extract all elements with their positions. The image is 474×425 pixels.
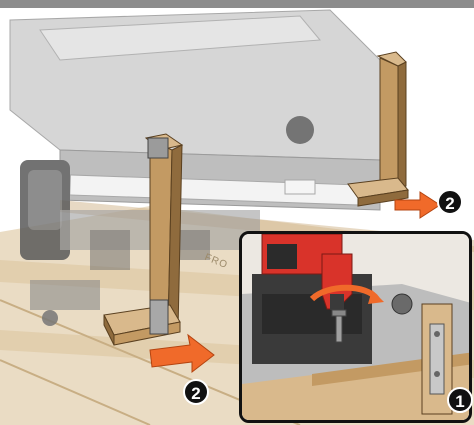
orange-arrow-icon <box>394 191 441 219</box>
callout-drill: 1 <box>447 387 473 413</box>
right-wooden-stand <box>347 51 409 207</box>
orange-arrow-icon <box>309 284 384 304</box>
callout-remove-right: 2 <box>437 189 463 215</box>
screw-icon <box>331 309 347 343</box>
inset-svg <box>242 234 469 420</box>
left-wooden-stand <box>103 133 184 346</box>
drill-detail-inset <box>239 231 472 423</box>
printer <box>9 9 381 326</box>
orange-arrow-icon <box>149 333 215 374</box>
power-drill-icon <box>261 234 353 310</box>
callout-remove-left: 2 <box>183 379 209 405</box>
top-strip <box>0 0 474 8</box>
